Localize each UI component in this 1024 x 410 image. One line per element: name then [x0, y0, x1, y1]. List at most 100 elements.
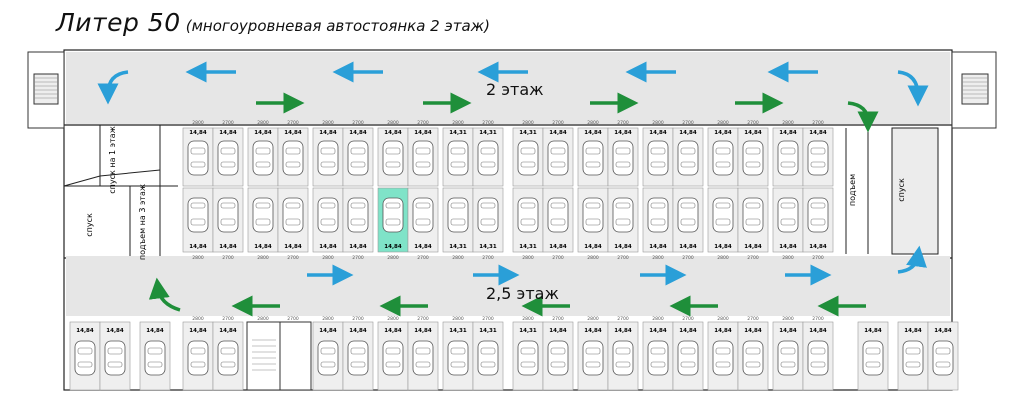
- ramp-label-down-left: спуск: [85, 213, 94, 237]
- upper-right-green-curve-arrow: [847, 101, 879, 133]
- car-icon: [382, 340, 404, 376]
- spot-width-label: 2800: [522, 120, 534, 126]
- car-icon: [412, 197, 434, 233]
- rear-window: [285, 202, 301, 209]
- spot-area-label: 14,84: [864, 328, 882, 334]
- car-icon: [742, 140, 764, 176]
- bottom-right-spot-3: 14,84: [927, 321, 959, 391]
- windshield: [745, 218, 761, 226]
- windshield: [415, 218, 431, 226]
- spot-area-label: 14,84: [614, 244, 632, 250]
- spot-width-label: 2800: [257, 120, 269, 126]
- spot-area-label: 14,84: [319, 130, 337, 136]
- windshield: [450, 347, 466, 355]
- windshield: [550, 218, 566, 226]
- windshield: [680, 218, 696, 226]
- car-icon: [382, 140, 404, 176]
- spot-width-label: 2800: [322, 316, 334, 322]
- spot-area-label: 14,84: [349, 130, 367, 136]
- car-icon: [447, 340, 469, 376]
- car-icon: [807, 197, 829, 233]
- spot-area-label: 14,84: [584, 130, 602, 136]
- rear-window: [320, 161, 336, 168]
- middle-row-spot-14: 14,84 2700: [607, 187, 639, 261]
- windshield: [715, 347, 731, 355]
- spot-width-label: 2700: [617, 255, 629, 261]
- windshield: [415, 147, 431, 155]
- car-icon: [807, 340, 829, 376]
- rear-window: [255, 202, 271, 209]
- windshield: [585, 218, 601, 226]
- spot-width-label: 2700: [417, 255, 429, 261]
- rear-window: [650, 161, 666, 168]
- spot-width-label: 2700: [222, 316, 234, 322]
- spot-width-label: 2800: [257, 255, 269, 261]
- rear-window: [745, 361, 761, 368]
- car-icon: [477, 197, 499, 233]
- spot-width-label: 2700: [747, 120, 759, 126]
- spot-width-label: 2800: [192, 255, 204, 261]
- car-icon: [317, 340, 339, 376]
- rear-window: [385, 202, 401, 209]
- rear-window: [285, 161, 301, 168]
- rear-window: [650, 202, 666, 209]
- car-icon: [547, 340, 569, 376]
- windshield: [905, 347, 921, 355]
- car-icon: [862, 340, 884, 376]
- spot-width-label: 2800: [452, 120, 464, 126]
- car-icon: [447, 140, 469, 176]
- spot-area-label: 14,84: [934, 328, 952, 334]
- car-icon: [712, 340, 734, 376]
- windshield: [320, 147, 336, 155]
- windshield: [350, 347, 366, 355]
- spot-width-label: 2800: [717, 316, 729, 322]
- rear-window: [810, 202, 826, 209]
- spot-width-label: 2800: [717, 255, 729, 261]
- windshield: [715, 218, 731, 226]
- spot-area-label: 14,84: [614, 328, 632, 334]
- rear-window: [190, 361, 206, 368]
- spot-width-label: 2800: [587, 316, 599, 322]
- spot-area-label: 14,84: [384, 130, 402, 136]
- rear-window: [745, 202, 761, 209]
- car-icon: [932, 340, 954, 376]
- rear-window: [780, 361, 796, 368]
- car-icon: [712, 197, 734, 233]
- car-icon: [317, 140, 339, 176]
- spot-area-label: 14,84: [649, 130, 667, 136]
- plan-title: Литер 50 (многоуровневая автостоянка 2 э…: [56, 8, 490, 44]
- spot-width-label: 2800: [257, 316, 269, 322]
- windshield: [650, 218, 666, 226]
- spot-width-label: 2700: [812, 316, 824, 322]
- car-icon: [742, 197, 764, 233]
- spot-area-label: 14,84: [76, 328, 94, 334]
- car-icon: [777, 197, 799, 233]
- spot-width-label: 2800: [782, 316, 794, 322]
- car-icon: [187, 197, 209, 233]
- windshield: [615, 347, 631, 355]
- spot-width-label: 2800: [192, 316, 204, 322]
- spot-width-label: 2700: [617, 120, 629, 126]
- spot-area-label: 14,84: [549, 328, 567, 334]
- rear-window: [350, 161, 366, 168]
- left-stair-tower: [27, 51, 65, 129]
- subtitle-text: (многоуровневая автостоянка 2 этаж): [185, 17, 491, 35]
- rear-window: [615, 361, 631, 368]
